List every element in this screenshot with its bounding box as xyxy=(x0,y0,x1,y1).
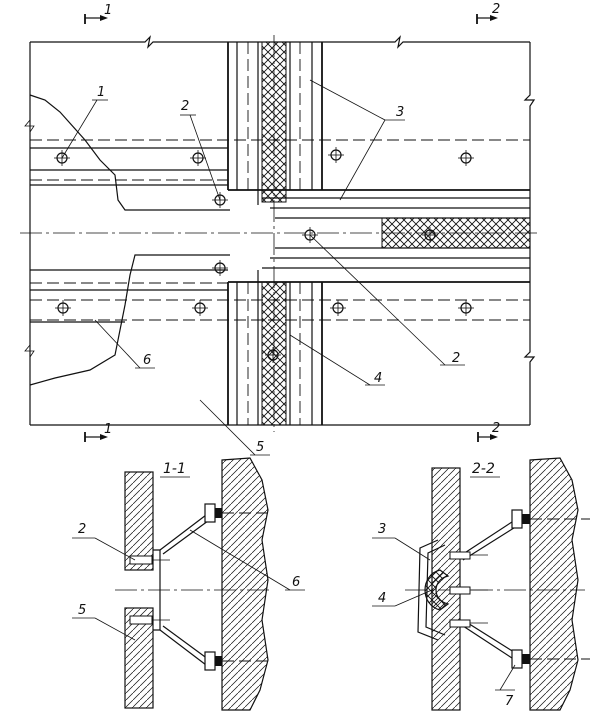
leader-lines xyxy=(61,79,465,456)
callout-5: 5 xyxy=(256,440,264,455)
horizontal-profile-right xyxy=(228,189,531,283)
svg-text:1: 1 xyxy=(104,3,112,18)
section-1-1: 1-1 2 xyxy=(72,457,305,711)
section-mark-top-right: 2 xyxy=(476,2,500,24)
svg-text:2: 2 xyxy=(492,421,500,436)
vertical-profile-top xyxy=(227,41,323,205)
section-mark-bottom-right: 2 xyxy=(477,421,500,442)
plan-view: 1 2 3 2 4 5 6 1 2 1 2 xyxy=(20,2,540,456)
section-2-2-title: 2-2 xyxy=(472,461,495,477)
callout-4: 4 xyxy=(374,371,382,386)
svg-text:2: 2 xyxy=(492,2,500,17)
section-mark-top-left: 1 xyxy=(84,3,112,24)
section-1-1-callout-6: 6 xyxy=(292,575,300,590)
callout-6: 6 xyxy=(143,353,151,368)
section-2-2-callout-7: 7 xyxy=(505,694,514,709)
section-2-2-callout-3: 3 xyxy=(378,522,386,537)
vertical-profile-bottom xyxy=(227,270,323,426)
section-1-1-callout-2: 2 xyxy=(78,522,86,537)
callout-3: 3 xyxy=(396,105,404,120)
section-2-2-callout-4: 4 xyxy=(378,591,386,606)
section-1-1-title: 1-1 xyxy=(163,461,186,477)
callout-1: 1 xyxy=(97,85,105,100)
section-2-2: 2-2 xyxy=(372,457,590,711)
svg-text:1: 1 xyxy=(104,422,112,437)
callout-2-bottom: 2 xyxy=(452,351,460,366)
section-1-1-callout-5: 5 xyxy=(78,603,86,618)
section-mark-bottom-left: 1 xyxy=(84,422,112,442)
callout-2-top: 2 xyxy=(181,99,189,114)
